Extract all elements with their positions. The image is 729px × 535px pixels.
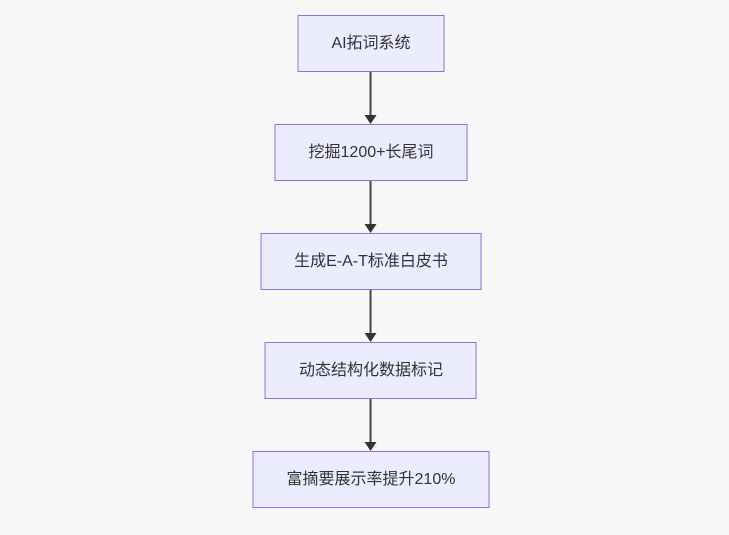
arrowhead-down-icon bbox=[365, 115, 377, 124]
flow-arrow-1 bbox=[365, 72, 377, 124]
arrowhead-down-icon bbox=[365, 224, 377, 233]
flow-node-label: 动态结构化数据标记 bbox=[298, 361, 443, 379]
flow-node-label: AI拓词系统 bbox=[331, 34, 411, 52]
flow-node-longtail-mining: 挖掘1200+长尾词 bbox=[274, 124, 468, 181]
arrowhead-down-icon bbox=[365, 333, 377, 342]
arrowhead-down-icon bbox=[365, 442, 377, 451]
arrow-line bbox=[370, 72, 372, 115]
flow-arrow-3 bbox=[365, 290, 377, 342]
flow-node-label: 富摘要展示率提升210% bbox=[286, 470, 456, 488]
arrow-line bbox=[370, 399, 372, 442]
flow-node-eat-whitepaper: 生成E-A-T标准白皮书 bbox=[260, 233, 482, 290]
flow-node-rich-snippet-result: 富摘要展示率提升210% bbox=[252, 451, 490, 508]
arrow-line bbox=[370, 181, 372, 224]
flow-node-structured-data: 动态结构化数据标记 bbox=[264, 342, 477, 399]
flow-node-ai-word-system: AI拓词系统 bbox=[297, 15, 445, 72]
flow-node-label: 生成E-A-T标准白皮书 bbox=[294, 252, 448, 270]
flowchart: AI拓词系统 挖掘1200+长尾词 生成E-A-T标准白皮书 动态结构化数据标记 bbox=[252, 15, 490, 508]
arrow-line bbox=[370, 290, 372, 333]
flow-node-label: 挖掘1200+长尾词 bbox=[308, 143, 434, 161]
flow-arrow-2 bbox=[365, 181, 377, 233]
flow-arrow-4 bbox=[365, 399, 377, 451]
